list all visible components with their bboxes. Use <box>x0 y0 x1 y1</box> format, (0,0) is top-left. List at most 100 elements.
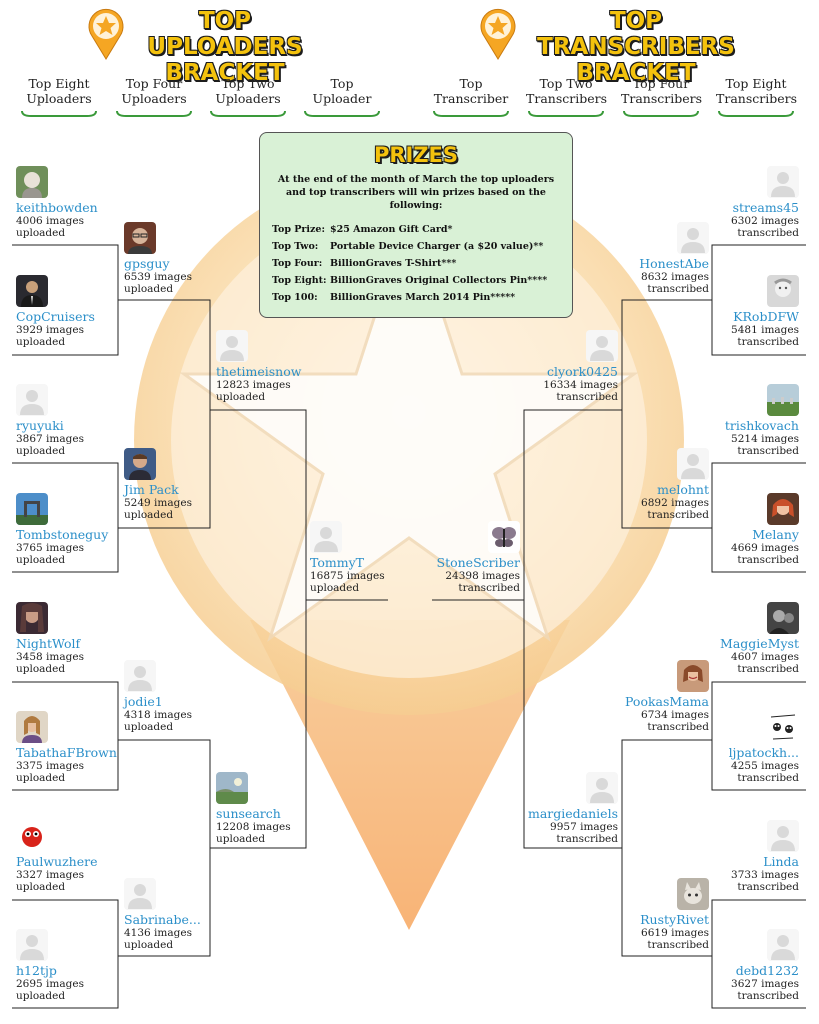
username-link[interactable]: CopCruisers <box>16 309 95 324</box>
image-count: 2695 images <box>16 978 84 990</box>
username-link[interactable]: NightWolf <box>16 636 81 651</box>
user-avatar[interactable] <box>767 711 799 743</box>
user-avatar[interactable] <box>124 878 156 910</box>
username-link[interactable]: Melany <box>752 527 799 542</box>
user-avatar[interactable] <box>16 275 48 307</box>
green-brace <box>623 110 699 117</box>
username-link[interactable]: ryuyuki <box>16 418 64 433</box>
username-link[interactable]: MaggieMyst <box>720 636 799 651</box>
user-avatar[interactable] <box>586 772 618 804</box>
username-link[interactable]: HonestAbe <box>639 256 709 271</box>
prize-row: Top Two:Portable Device Charger (a $20 v… <box>272 238 560 255</box>
transcriber-entry: PookasMama 6734 images transcribed <box>611 660 709 733</box>
user-avatar[interactable] <box>677 878 709 910</box>
col-head-label: Top Transcriber <box>433 76 509 106</box>
image-count: 4318 images <box>124 709 192 721</box>
col-head-top-two-uploaders: Top Two Uploaders <box>208 76 288 118</box>
user-avatar[interactable] <box>767 602 799 634</box>
transcriber-entry: clyork0425 16334 images transcribed <box>520 330 618 403</box>
star-pin-icon <box>480 8 516 60</box>
user-avatar[interactable] <box>124 222 156 254</box>
user-avatar[interactable] <box>310 521 342 553</box>
user-avatar[interactable] <box>16 820 48 852</box>
user-avatar[interactable] <box>586 330 618 362</box>
user-avatar[interactable] <box>767 166 799 198</box>
username-link[interactable]: trishkovach <box>724 418 799 433</box>
col-head-label: Top Four Transcribers <box>621 76 702 106</box>
user-avatar[interactable] <box>16 384 48 416</box>
stat-unit: transcribed <box>737 881 799 893</box>
user-avatar[interactable] <box>677 222 709 254</box>
user-avatar[interactable] <box>767 275 799 307</box>
stat-unit: uploaded <box>16 445 66 457</box>
user-avatar[interactable] <box>767 820 799 852</box>
username-link[interactable]: jodie1 <box>124 694 163 709</box>
username-link[interactable]: Sabrinabe... <box>124 912 201 927</box>
uploader-entry: jodie1 4318 images uploaded <box>124 660 222 733</box>
uploader-entry: Jim Pack 5249 images uploaded <box>124 448 222 521</box>
username-link[interactable]: KRobDFW <box>733 309 799 324</box>
image-count: 24398 images <box>445 570 520 582</box>
uploader-entry: NightWolf 3458 images uploaded <box>16 602 114 675</box>
top-transcriber-entry: StoneScriber 24398 images transcribed <box>422 521 520 594</box>
username-link[interactable]: clyork0425 <box>547 364 618 379</box>
stat-unit: uploaded <box>124 283 174 295</box>
username-link[interactable]: Paulwuzhere <box>16 854 98 869</box>
stat-unit: transcribed <box>458 582 520 594</box>
col-head-top-four-transcribers: Top Four Transcribers <box>621 76 702 118</box>
username-link[interactable]: thetimeisnow <box>216 364 302 379</box>
username-link[interactable]: Tombstoneguy <box>16 527 109 542</box>
username-link[interactable]: PookasMama <box>625 694 709 709</box>
username-link[interactable]: melohnt <box>657 482 709 497</box>
stat-unit: uploaded <box>16 663 66 675</box>
username-link[interactable]: TabathaFBrown <box>16 745 117 760</box>
user-avatar[interactable] <box>488 521 520 553</box>
user-avatar[interactable] <box>677 660 709 692</box>
user-avatar[interactable] <box>16 602 48 634</box>
username-link[interactable]: Linda <box>763 854 799 869</box>
prizes-intro: At the end of the month of March the top… <box>277 174 555 211</box>
col-head-top-transcriber: Top Transcriber <box>431 76 511 118</box>
username-link[interactable]: keithbowden <box>16 200 98 215</box>
image-count: 12823 images <box>216 379 291 391</box>
user-avatar[interactable] <box>216 772 248 804</box>
image-count: 3765 images <box>16 542 84 554</box>
stat-unit: uploaded <box>124 509 174 521</box>
username-link[interactable]: h12tjp <box>16 963 57 978</box>
username-link[interactable]: streams45 <box>732 200 799 215</box>
user-avatar[interactable] <box>16 166 48 198</box>
username-link[interactable]: ljpatockh... <box>728 745 799 760</box>
uploader-entry: gpsguy 6539 images uploaded <box>124 222 222 295</box>
image-count: 3375 images <box>16 760 84 772</box>
user-avatar[interactable] <box>767 384 799 416</box>
prize-row: Top 100:BillionGraves March 2014 Pin****… <box>272 289 560 306</box>
col-head-top-four-uploaders: Top Four Uploaders <box>114 76 194 118</box>
username-link[interactable]: sunsearch <box>216 806 281 821</box>
username-link[interactable]: Jim Pack <box>124 482 179 497</box>
stat-unit: transcribed <box>737 336 799 348</box>
uploader-entry: ryuyuki 3867 images uploaded <box>16 384 114 457</box>
user-avatar[interactable] <box>124 660 156 692</box>
user-avatar[interactable] <box>16 929 48 961</box>
user-avatar[interactable] <box>767 493 799 525</box>
user-avatar[interactable] <box>216 330 248 362</box>
stat-unit: transcribed <box>737 990 799 1002</box>
stat-unit: uploaded <box>310 582 360 594</box>
image-count: 16334 images <box>543 379 618 391</box>
user-avatar[interactable] <box>16 493 48 525</box>
user-avatar[interactable] <box>767 929 799 961</box>
stat-unit: uploaded <box>16 227 66 239</box>
username-link[interactable]: gpsguy <box>124 256 170 271</box>
image-count: 3733 images <box>731 869 799 881</box>
username-link[interactable]: margiedaniels <box>528 806 618 821</box>
username-link[interactable]: debd1232 <box>735 963 799 978</box>
username-link[interactable]: RustyRivet <box>640 912 709 927</box>
green-brace <box>433 110 509 117</box>
user-avatar[interactable] <box>124 448 156 480</box>
user-avatar[interactable] <box>677 448 709 480</box>
username-link[interactable]: StoneScriber <box>436 555 520 570</box>
username-link[interactable]: TommyT <box>310 555 364 570</box>
col-head-label: Top Eight Uploaders <box>26 76 92 106</box>
user-avatar[interactable] <box>16 711 48 743</box>
stat-unit: transcribed <box>647 721 709 733</box>
